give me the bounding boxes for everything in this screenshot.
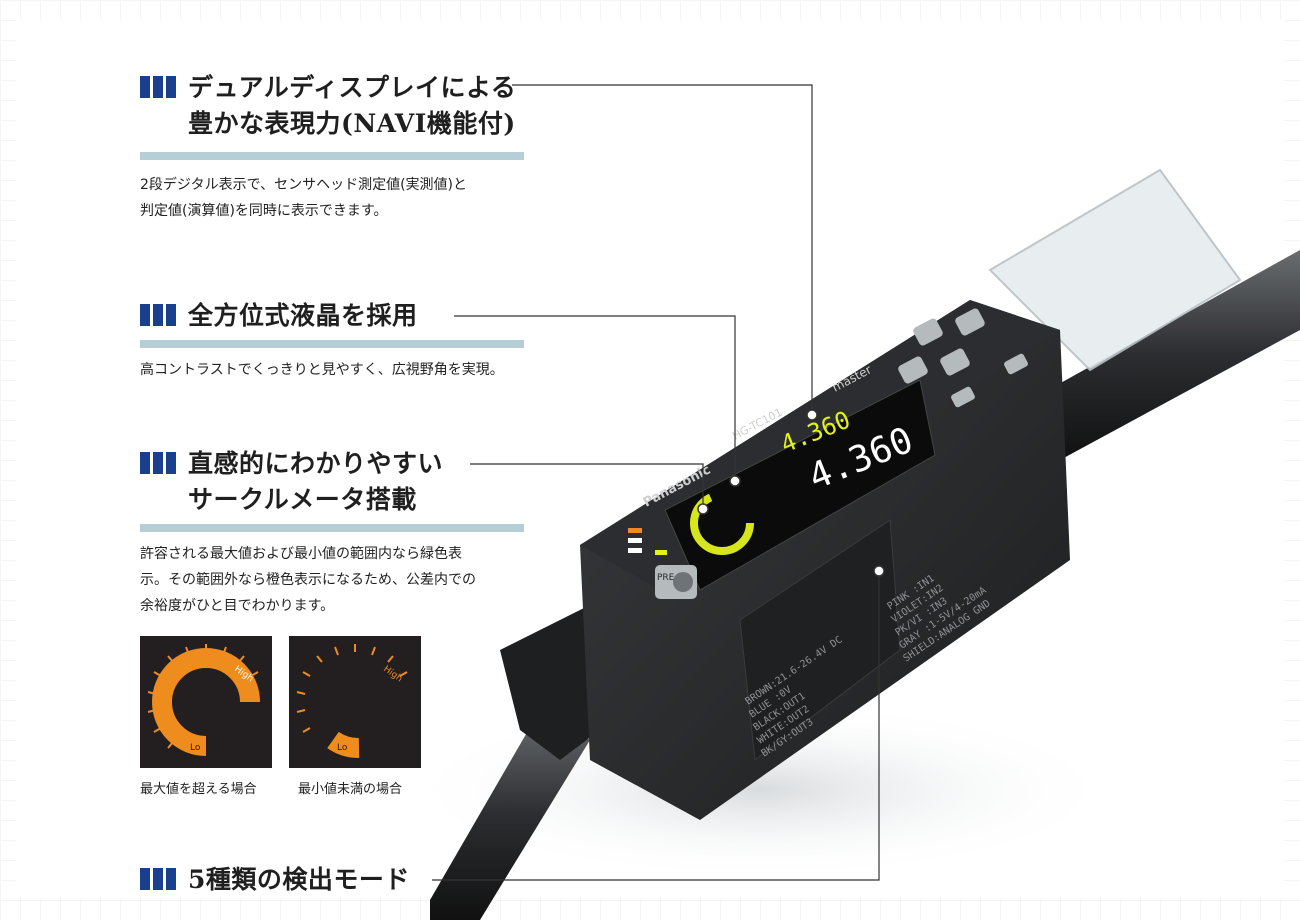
lcd-circle-meter: [690, 491, 754, 555]
meter-low-label: Lo: [337, 743, 348, 753]
callout-line-lcd: [454, 315, 736, 478]
meter-ticks: [296, 644, 408, 733]
callout-line-detection-mode: [432, 572, 880, 881]
description-line: 許容される最大値および最小値の範囲内なら緑色表: [140, 546, 462, 562]
feature-heading-circle-meter: 直感的にわかりやすい サークルメータ搭載: [140, 446, 443, 518]
heading-line: 直感的にわかりやすい: [188, 449, 444, 478]
control-buttons: [897, 307, 1029, 409]
ext-button[interactable]: [950, 386, 976, 409]
left-button[interactable]: [897, 355, 929, 385]
circle-meter-graphic: High Lo: [296, 644, 408, 758]
description-line: 高コントラストでくっきりと見やすく、広視野角を実現。: [140, 362, 504, 378]
section-rule: [140, 340, 524, 348]
heading-bars-icon: [140, 862, 176, 890]
heading-bars-icon: [140, 298, 176, 326]
circle-meter-graphic: High Lo: [147, 644, 260, 756]
feature-heading-lcd: 全方位式液晶を採用: [140, 298, 418, 334]
pre-label: PRE: [657, 573, 675, 583]
meter-caption-under-min: 最小値未満の場合: [298, 782, 403, 797]
callout-point-circle-meter: [697, 503, 709, 515]
heading-bars-icon: [140, 446, 176, 474]
side-label-panel: [739, 519, 901, 761]
callout-point-lcd: [729, 475, 741, 487]
section-rule: [140, 524, 524, 532]
callout-line-circle-meter: [470, 463, 704, 506]
description-line: 2段デジタル表示で、センサヘッド測定値(実測値)と: [140, 177, 467, 193]
meter-caption-over-max: 最大値を超える場合: [140, 782, 257, 797]
feature-heading-dual-display: デュアルディスプレイによる 豊かな表現力(NAVI機能付): [140, 70, 516, 142]
description-line: 判定値(演算値)を同時に表示できます。: [140, 203, 388, 219]
heading-line: サークルメータ搭載: [188, 485, 417, 514]
lcd-screen: [664, 379, 936, 591]
meter-ticks: [147, 644, 259, 749]
right-cable: [1030, 250, 1300, 460]
feature-heading-detection-mode: 5種類の検出モード: [140, 862, 410, 898]
meter-arc: [152, 648, 260, 756]
feature-description-circle-meter: 許容される最大値および最小値の範囲内なら緑色表 示。その範囲外なら橙色表示になる…: [140, 541, 476, 619]
meter-example-under-min: High Lo: [289, 636, 421, 768]
heading-line: 豊かな表現力(NAVI機能付): [188, 109, 516, 138]
heading-line: 全方位式液晶を採用: [188, 301, 418, 330]
led-in: [655, 550, 667, 555]
callout-line-dual-display: [512, 84, 813, 412]
right-button[interactable]: [939, 347, 971, 377]
heading-bars-icon: [140, 70, 176, 98]
meter-example-over-max: High Lo: [140, 636, 272, 768]
description-line: 余裕度がひと目でわかります。: [140, 598, 335, 614]
description-line: 示。その範囲外なら橙色表示になるため、公差内での: [140, 572, 476, 588]
section-rule: [140, 152, 524, 160]
callout-point-dual-display: [806, 409, 818, 421]
ent-button[interactable]: [1003, 353, 1029, 376]
led-out3: [628, 548, 642, 553]
amplifier-body: [580, 300, 1070, 820]
meter-low-label: Lo: [190, 743, 201, 753]
feature-description-lcd: 高コントラストでくっきりと見やすく、広視野角を実現。: [140, 357, 504, 383]
callout-point-detection-mode: [873, 565, 885, 577]
led-out1: [628, 528, 642, 533]
meter-high-label: High: [381, 664, 404, 684]
heading-line: 5種類の検出モード: [188, 865, 410, 894]
up-button[interactable]: [912, 317, 944, 347]
led-out2: [628, 538, 642, 543]
feature-description-dual-display: 2段デジタル表示で、センサヘッド測定値(実測値)と 判定値(演算値)を同時に表示…: [140, 172, 467, 224]
status-leds: [628, 528, 667, 555]
pre-dial-knob[interactable]: [673, 572, 693, 592]
left-cable: [430, 710, 590, 920]
heading-line: デュアルディスプレイによる: [188, 73, 517, 102]
down-button[interactable]: [954, 307, 986, 337]
meter-arc: [327, 731, 360, 758]
